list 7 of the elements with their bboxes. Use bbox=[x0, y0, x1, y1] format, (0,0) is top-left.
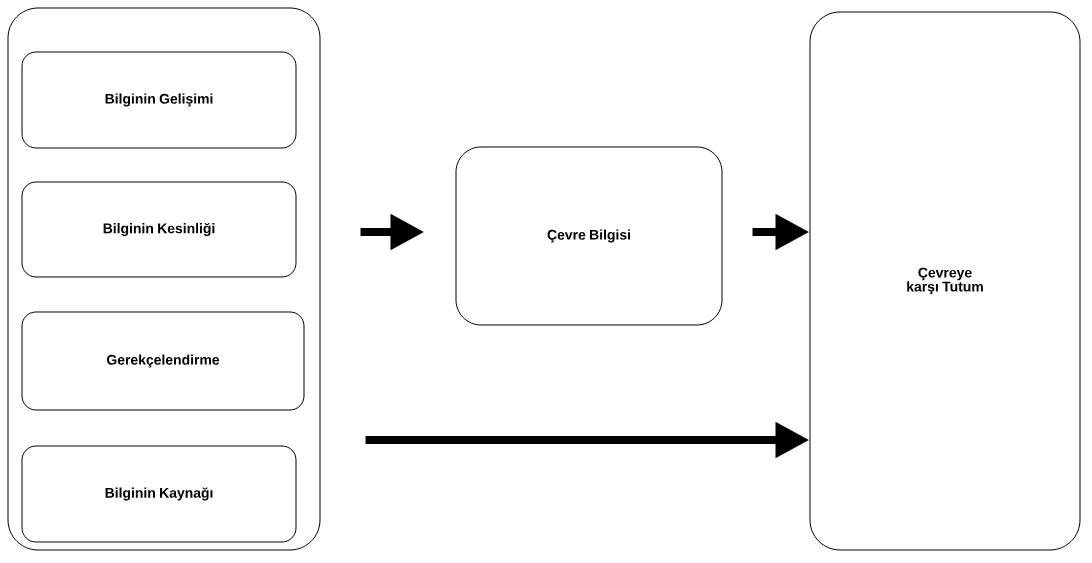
process-box: Çevreye karşı Tutum bbox=[809, 11, 1081, 551]
process-box: Çevre Bilgisi bbox=[455, 146, 723, 326]
group-box bbox=[7, 7, 321, 551]
process-box: Bilginin Kesinliği bbox=[21, 181, 297, 278]
process-box: Bilginin Gelişimi bbox=[21, 51, 297, 149]
process-box: Bilginin Kaynağı bbox=[21, 445, 297, 543]
process-box: Gerekçelendirme bbox=[21, 311, 305, 411]
